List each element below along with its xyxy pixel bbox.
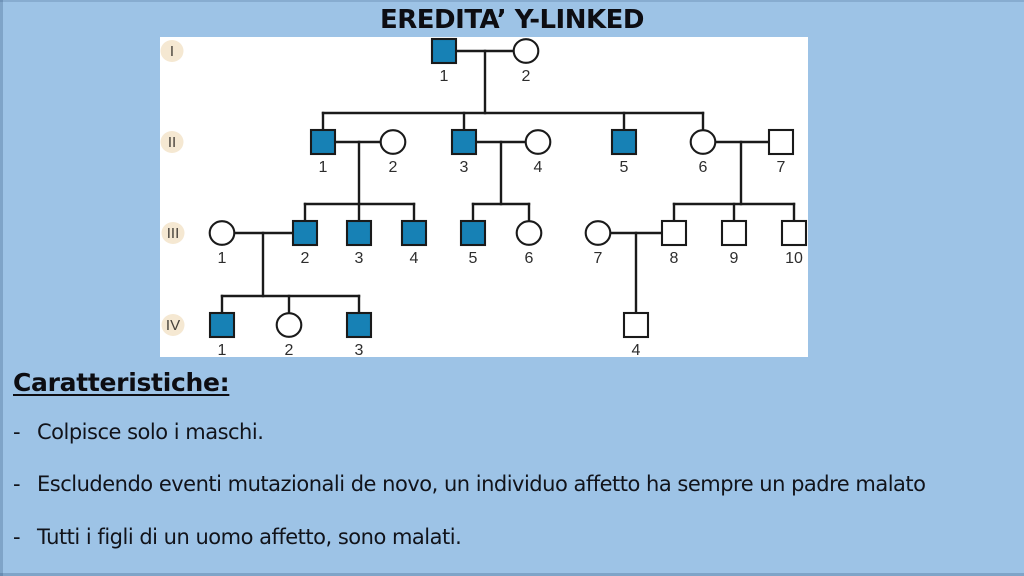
- individual-IV-3-affected-male: [345, 311, 373, 339]
- bullet-text: Colpisce solo i maschi.: [37, 420, 264, 444]
- individual-III-10-unaffected-male: [780, 219, 808, 247]
- generation-label-III: III: [167, 225, 180, 242]
- individual-III-9-unaffected-male: [720, 219, 748, 247]
- individual-number: 3: [355, 342, 364, 357]
- characteristic-bullet: - Colpisce solo i maschi.: [13, 420, 264, 444]
- generation-label-II: II: [168, 134, 176, 151]
- generation-label-I: I: [170, 43, 174, 60]
- individual-II-2-unaffected-female: [379, 129, 407, 155]
- individual-I-1-affected-male: [430, 37, 458, 65]
- individual-number: 5: [469, 250, 478, 267]
- individual-II-4-unaffected-female: [524, 129, 552, 155]
- individual-number: 1: [319, 159, 328, 176]
- generation-badge: [160, 131, 184, 153]
- individual-number: 6: [699, 159, 708, 176]
- individual-IV-1-affected-male: [208, 311, 236, 339]
- individual-number: 2: [522, 68, 531, 85]
- individual-number: 4: [632, 342, 641, 357]
- individual-III-2-affected-male: [291, 219, 319, 247]
- individual-number: 3: [460, 159, 469, 176]
- individual-number: 4: [410, 250, 419, 267]
- individual-number: 1: [218, 250, 227, 267]
- individual-number: 2: [389, 159, 398, 176]
- individual-number: 1: [440, 68, 449, 85]
- bullet-text: Escludendo eventi mutazionali de novo, u…: [37, 472, 926, 496]
- individual-number: 9: [730, 250, 739, 267]
- characteristics-heading: Caratteristiche:: [13, 368, 230, 397]
- individual-number: 7: [594, 250, 603, 267]
- individual-I-2-unaffected-female: [512, 38, 540, 64]
- individual-II-3-affected-male: [450, 128, 478, 156]
- generation-label-IV: IV: [166, 317, 180, 334]
- individual-III-3-affected-male: [345, 219, 373, 247]
- individual-number: 2: [285, 342, 294, 357]
- individual-II-6-unaffected-female: [689, 129, 717, 155]
- generation-badge: [161, 314, 185, 336]
- individual-III-1-unaffected-female: [208, 220, 236, 246]
- individual-III-5-affected-male: [459, 219, 487, 247]
- individual-number: 7: [777, 159, 786, 176]
- individual-III-6-unaffected-female: [515, 220, 543, 246]
- bullet-text: Tutti i figli di un uomo affetto, sono m…: [37, 525, 462, 549]
- generation-badge: [160, 40, 184, 62]
- individual-III-8-unaffected-male: [660, 219, 688, 247]
- individual-number: 5: [620, 159, 629, 176]
- individual-II-7-unaffected-male: [767, 128, 795, 156]
- individual-II-1-affected-male: [309, 128, 337, 156]
- individual-number: 10: [785, 250, 803, 267]
- individual-III-7-unaffected-female: [584, 220, 612, 246]
- individual-IV-4-unaffected-male: [622, 311, 650, 339]
- bullet-dash: -: [13, 420, 21, 444]
- individual-number: 6: [525, 250, 534, 267]
- individual-number: 2: [301, 250, 310, 267]
- individual-IV-2-unaffected-female: [275, 312, 303, 338]
- individual-II-5-affected-male: [610, 128, 638, 156]
- generation-badge: [161, 222, 185, 244]
- individual-number: 3: [355, 250, 364, 267]
- individual-number: 8: [670, 250, 679, 267]
- bullet-dash: -: [13, 472, 21, 496]
- slide-title: EREDITA’ Y-LINKED: [380, 5, 644, 35]
- bullet-dash: -: [13, 525, 21, 549]
- individual-number: 1: [218, 342, 227, 357]
- characteristic-bullet: - Escludendo eventi mutazionali de novo,…: [13, 472, 926, 496]
- characteristic-bullet: - Tutti i figli di un uomo affetto, sono…: [13, 525, 462, 549]
- individual-III-4-affected-male: [400, 219, 428, 247]
- individual-number: 4: [534, 159, 543, 176]
